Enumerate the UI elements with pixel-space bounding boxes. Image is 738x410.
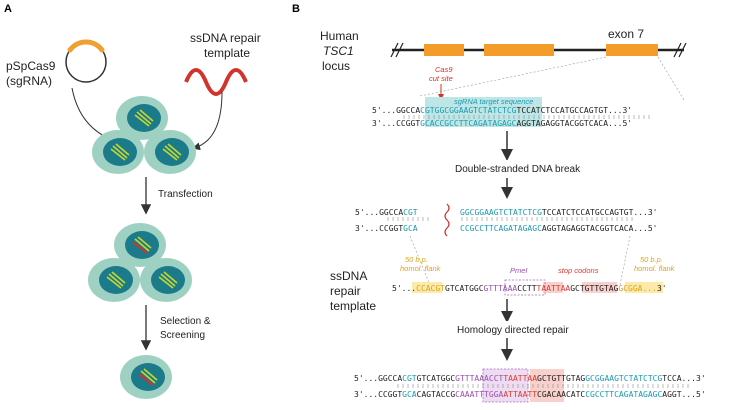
final-pmei-box <box>482 368 529 403</box>
final-base-pairs <box>397 384 689 388</box>
step-screening: Screening <box>160 330 205 341</box>
locus-label-locus: locus <box>322 59 350 73</box>
panel-b-letter: B <box>292 3 300 15</box>
dsb-label: Double-stranded DNA break <box>455 164 581 175</box>
gene-locus-diagram <box>390 42 687 58</box>
cell-cluster-1 <box>92 96 196 174</box>
template-zoom-left <box>409 235 431 286</box>
b-template-label-2: repair <box>330 284 361 298</box>
flank-right-highlight <box>625 282 663 293</box>
pmei-box <box>504 279 546 296</box>
break-bottom-right: CCGCCTTCAGATAGAGCAGGTAGAGGTACGGTCACA...5… <box>460 224 657 233</box>
pmei-label: PmeI <box>510 266 528 275</box>
plasmid-icon <box>65 39 107 83</box>
single-cell <box>120 355 172 399</box>
break-top-right: GGCGGAAGTCTATCTCGTCCATCTCCATGCCAGTGT...3… <box>460 208 657 217</box>
flank-left-highlight <box>412 282 442 293</box>
step-selection: Selection & <box>160 316 211 327</box>
template-zoom-right <box>619 235 631 286</box>
final-top-strand: 5'...GGCCACGTGTCATGGCGTTTAAACCTTAATTAAGC… <box>354 374 706 383</box>
locus-label-human: Human <box>320 29 359 43</box>
stop-highlight-1 <box>543 282 563 293</box>
locus-label-gene: TSC1 <box>323 44 354 58</box>
plasmid-label: pSpCas9 <box>6 59 56 73</box>
flank-right-label-sub: homol. flank <box>634 264 676 273</box>
final-bottom-strand: 3'...CCGGTGCACAGTACCGCAAATTTGGAATTAATTCG… <box>354 390 706 399</box>
cut-site-label-sub: cut site <box>429 74 453 83</box>
wt-base-pairs <box>403 115 650 119</box>
plasmid-label-sub: (sgRNA) <box>6 74 52 88</box>
b-template-label-1: ssDNA <box>330 269 367 283</box>
break-squiggle-icon <box>444 203 450 237</box>
step-transfection: Transfection <box>158 189 213 200</box>
template-label: ssDNA repair <box>190 31 261 45</box>
break-bottom-left: 3'...CCGGTGCA <box>355 224 418 233</box>
hdr-label: Homology directed repair <box>457 325 569 336</box>
final-stop-highlight <box>530 369 564 402</box>
break-base-pairs <box>387 217 633 221</box>
flank-right-label: 50 b.p. <box>640 255 663 264</box>
panel-a-letter: A <box>4 3 12 15</box>
stop-codon-label: stop codons <box>558 266 599 275</box>
wt-bottom-strand: 3'...CCGGTGCACCGCCTTCAGATAGAGCAGGTAGAGGT… <box>372 119 632 128</box>
stop-highlight-2 <box>582 282 617 293</box>
b-template-label-3: template <box>330 299 376 313</box>
exon-label: exon 7 <box>608 27 644 41</box>
hdr-label-bg <box>454 321 572 337</box>
flank-left-label: 50 b.p. <box>405 255 428 264</box>
cell-cluster-2 <box>88 223 192 302</box>
template-label-sub: template <box>204 46 250 60</box>
wt-top-strand: 5'...GGCCACGTGGCGGAAGTCTATCTCGTCCATCTCCA… <box>372 106 632 115</box>
dsb-label-bg <box>452 160 574 176</box>
break-top-left: 5'...GGCCACGT <box>355 208 418 217</box>
ssdna-wave-icon <box>184 68 248 96</box>
cut-site-label: Cas9 <box>435 65 453 74</box>
template-sequence: 5'...CCACGTGTCATGGCGTTTAAACCTTTAATTAAGCT… <box>392 284 667 293</box>
curved-arrow-right <box>192 91 223 151</box>
sgrna-label: sgRNA target sequence <box>454 97 533 106</box>
zoom-line-right <box>657 56 685 101</box>
flank-left-label-sub: homol. flank <box>400 264 442 273</box>
sgrna-highlight <box>425 97 542 127</box>
